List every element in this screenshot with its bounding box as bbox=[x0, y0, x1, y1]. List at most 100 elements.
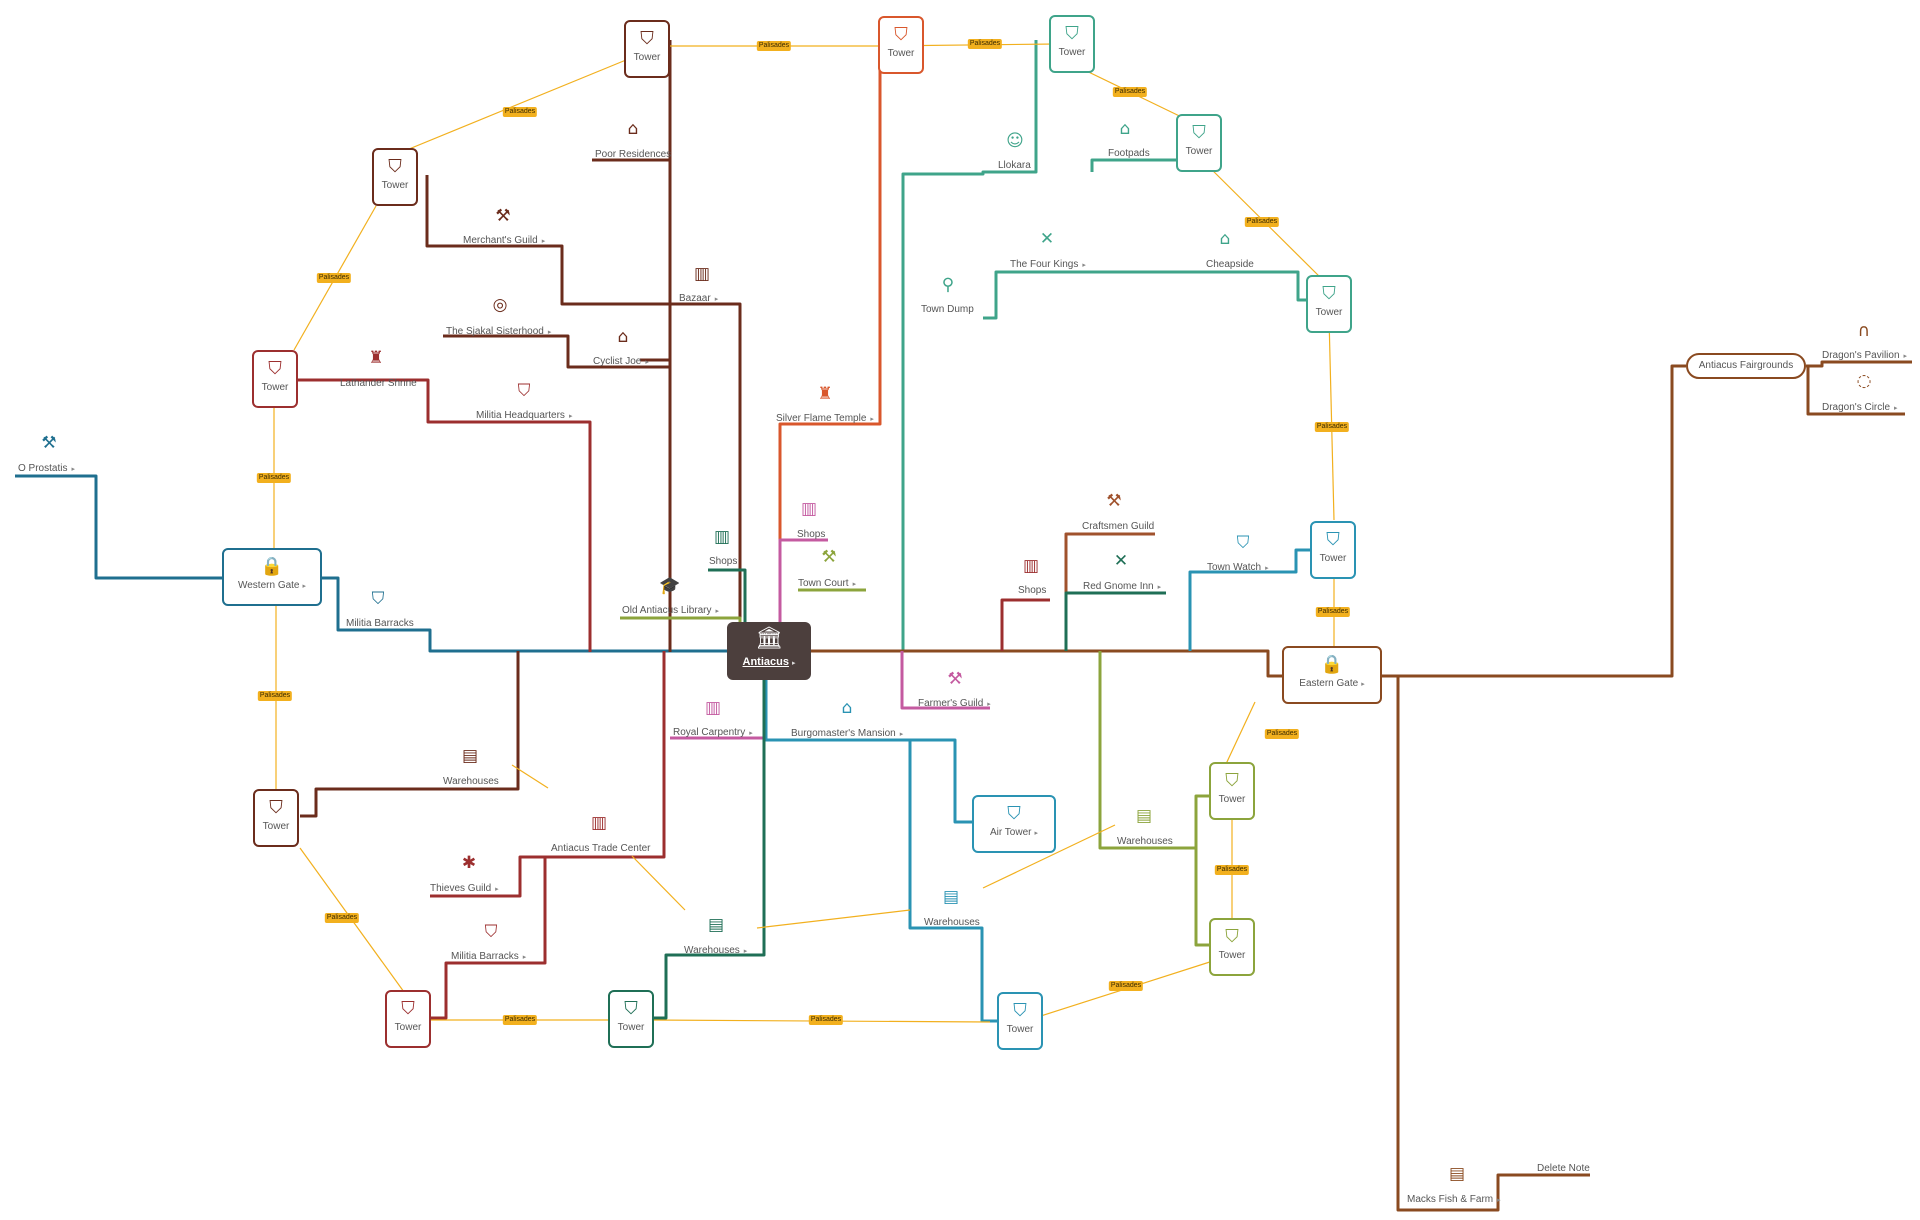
note-icon[interactable]: ▸ bbox=[987, 701, 991, 708]
node-bazaar[interactable]: Bazaar▸ bbox=[679, 293, 718, 306]
node-militia-barracks-south[interactable]: Militia Barracks▸ bbox=[451, 951, 526, 964]
palisade-tag[interactable]: Palisades bbox=[1112, 87, 1148, 97]
palisade-tag[interactable]: Palisades bbox=[756, 41, 792, 51]
node-silver-flame-temple[interactable]: Silver Flame Temple▸ bbox=[776, 413, 874, 426]
node-tower-sw-top[interactable]: ⛉Tower bbox=[253, 789, 299, 847]
note-icon[interactable]: ▸ bbox=[1361, 681, 1365, 688]
note-icon[interactable]: ▸ bbox=[547, 329, 552, 336]
node-delete-note[interactable]: Delete Note bbox=[1537, 1163, 1590, 1175]
note-icon[interactable]: ▸ bbox=[71, 466, 75, 473]
node-tower-nw-top[interactable]: ⛉Tower bbox=[624, 20, 670, 78]
node-tower-e[interactable]: ⛉Tower bbox=[1310, 521, 1356, 579]
node-four-kings[interactable]: The Four Kings▸ bbox=[1010, 259, 1086, 272]
node-shops-red[interactable]: Shops bbox=[1018, 585, 1046, 597]
node-old-library[interactable]: Old Antiacus Library▸ bbox=[622, 605, 719, 618]
node-footpads[interactable]: Footpads bbox=[1108, 148, 1150, 160]
node-trade-center[interactable]: Antiacus Trade Center bbox=[551, 843, 651, 855]
palisade-tag[interactable]: Palisades bbox=[256, 473, 292, 483]
node-llokara[interactable]: Llokara bbox=[998, 160, 1031, 172]
note-icon[interactable]: ▸ bbox=[1497, 1197, 1501, 1204]
node-sjakal-sisterhood[interactable]: The Sjakal Sisterhood▸ bbox=[446, 326, 551, 339]
note-icon[interactable]: ▸ bbox=[791, 660, 796, 667]
node-air-tower[interactable]: ⛉Air Tower▸ bbox=[972, 795, 1056, 853]
node-tower-e-top[interactable]: ⛉Tower bbox=[1306, 275, 1352, 333]
node-red-gnome-inn[interactable]: Red Gnome Inn▸ bbox=[1083, 581, 1161, 594]
note-icon[interactable]: ▸ bbox=[749, 730, 753, 737]
note-icon[interactable]: ▸ bbox=[852, 581, 857, 588]
node-cyclist-joe[interactable]: Cyclist Joe▸ bbox=[593, 356, 649, 369]
node-tower-w[interactable]: ⛉Tower bbox=[252, 350, 298, 408]
note-icon[interactable]: ▸ bbox=[1903, 353, 1908, 360]
node-tower-s[interactable]: ⛉Tower bbox=[608, 990, 654, 1048]
note-icon[interactable]: ▸ bbox=[870, 416, 874, 423]
note-icon[interactable]: ▸ bbox=[645, 359, 649, 366]
node-royal-carpentry[interactable]: Royal Carpentry▸ bbox=[673, 727, 753, 740]
note-icon[interactable]: ▸ bbox=[495, 886, 499, 893]
node-shops-pink[interactable]: Shops bbox=[797, 529, 825, 541]
node-lathander-shrine[interactable]: Lathander Shrine bbox=[340, 378, 417, 390]
node-tower-e3[interactable]: ⛉Tower bbox=[1209, 918, 1255, 976]
node-farmers-guild[interactable]: Farmer's Guild▸ bbox=[918, 698, 991, 711]
palisade-tag[interactable]: Palisades bbox=[257, 691, 293, 701]
node-warehouses-nw[interactable]: Warehouses bbox=[443, 776, 499, 788]
palisade-tag[interactable]: Palisades bbox=[808, 1015, 844, 1025]
node-merchants-guild[interactable]: Merchant's Guild▸ bbox=[463, 235, 545, 248]
note-icon[interactable]: ▸ bbox=[1265, 565, 1269, 572]
palisade-tag[interactable]: Palisades bbox=[502, 107, 538, 117]
palisade-tag[interactable]: Palisades bbox=[1264, 729, 1300, 739]
node-militia-barracks-west[interactable]: Militia Barracks bbox=[346, 618, 414, 630]
branch-line-shops-red bbox=[1000, 598, 1050, 651]
root-node-antiacus[interactable]: 🏛 Antiacus▸ bbox=[727, 622, 811, 680]
note-icon[interactable]: ▸ bbox=[1034, 830, 1038, 837]
node-craftsmen-guild[interactable]: Craftsmen Guild bbox=[1082, 521, 1154, 533]
note-icon[interactable]: ▸ bbox=[743, 948, 748, 955]
palisade-tag[interactable]: Palisades bbox=[1108, 981, 1144, 991]
node-burgomasters-mansion[interactable]: Burgomaster's Mansion▸ bbox=[791, 728, 903, 741]
node-town-dump[interactable]: Town Dump bbox=[921, 304, 974, 316]
node-town-court[interactable]: Town Court▸ bbox=[798, 578, 856, 591]
palisade-tag[interactable]: Palisades bbox=[1214, 865, 1250, 875]
node-western-gate[interactable]: 🔒Western Gate▸ bbox=[222, 548, 322, 606]
node-dragons-pavilion[interactable]: Dragon's Pavilion▸ bbox=[1822, 350, 1907, 363]
node-dragons-circle[interactable]: Dragon's Circle▸ bbox=[1822, 402, 1898, 415]
box-icon: ▤ bbox=[1135, 806, 1153, 826]
node-tower-ne-top[interactable]: ⛉Tower bbox=[1049, 15, 1095, 73]
node-tower-ne[interactable]: ⛉Tower bbox=[1176, 114, 1222, 172]
node-thieves-guild[interactable]: Thieves Guild▸ bbox=[430, 883, 499, 896]
node-warehouses-mid[interactable]: Warehouses bbox=[924, 917, 980, 929]
node-eastern-gate[interactable]: 🔒Eastern Gate▸ bbox=[1282, 646, 1382, 704]
palisade-tag[interactable]: Palisades bbox=[1315, 607, 1351, 617]
node-tower-nw[interactable]: ⛉Tower bbox=[372, 148, 418, 206]
palisade-tag[interactable]: Palisades bbox=[1314, 422, 1350, 432]
palisade-tag[interactable]: Palisades bbox=[316, 273, 352, 283]
note-icon[interactable]: ▸ bbox=[522, 954, 527, 961]
node-tower-sw[interactable]: ⛉Tower bbox=[385, 990, 431, 1048]
palisade-tag[interactable]: Palisades bbox=[1244, 217, 1280, 227]
node-tower-se[interactable]: ⛉Tower bbox=[997, 992, 1043, 1050]
node-warehouses-s[interactable]: Warehouses▸ bbox=[684, 945, 747, 958]
node-tower-n[interactable]: ⛉Tower bbox=[878, 16, 924, 74]
note-icon[interactable]: ▸ bbox=[541, 238, 546, 245]
note-icon[interactable]: ▸ bbox=[899, 731, 904, 738]
node-town-watch[interactable]: Town Watch▸ bbox=[1207, 562, 1269, 575]
node-tower-e2[interactable]: ⛉Tower bbox=[1209, 762, 1255, 820]
note-icon[interactable]: ▸ bbox=[568, 413, 573, 420]
node-cheapside[interactable]: Cheapside bbox=[1206, 259, 1254, 271]
node-warehouses-se[interactable]: Warehouses bbox=[1117, 836, 1173, 848]
note-icon[interactable]: ▸ bbox=[714, 296, 719, 303]
node-fairgrounds[interactable]: Antiacus Fairgrounds bbox=[1686, 353, 1806, 379]
palisade-tag[interactable]: Palisades bbox=[967, 39, 1003, 49]
root-label[interactable]: Antiacus bbox=[742, 656, 789, 668]
node-poor-residences[interactable]: Poor Residences bbox=[595, 149, 671, 161]
note-icon[interactable]: ▸ bbox=[715, 608, 720, 615]
note-icon[interactable]: ▸ bbox=[1157, 584, 1162, 591]
node-macks-fish-farm[interactable]: Macks Fish & Farm▸ bbox=[1407, 1194, 1501, 1207]
note-icon[interactable]: ▸ bbox=[1082, 262, 1086, 269]
node-militia-hq[interactable]: Militia Headquarters▸ bbox=[476, 410, 572, 423]
node-o-prostatis[interactable]: O Prostatis▸ bbox=[18, 463, 75, 476]
note-icon[interactable]: ▸ bbox=[1894, 405, 1898, 412]
note-icon[interactable]: ▸ bbox=[302, 583, 307, 590]
palisade-tag[interactable]: Palisades bbox=[502, 1015, 538, 1025]
node-shops-north[interactable]: Shops bbox=[709, 556, 737, 568]
palisade-tag[interactable]: Palisades bbox=[324, 913, 360, 923]
